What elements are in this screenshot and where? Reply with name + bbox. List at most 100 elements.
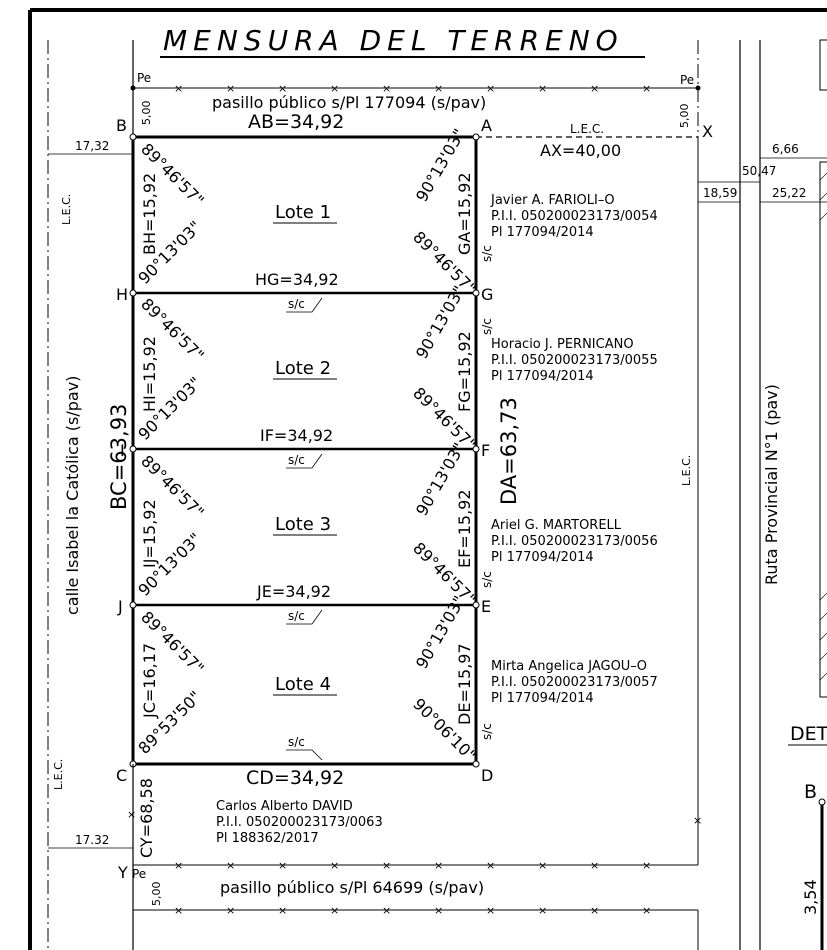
cross-right: ×: [693, 814, 702, 827]
sc-ga: s/c: [480, 245, 494, 262]
measure-da: DA=63,73: [497, 397, 521, 505]
svg-text:×: ×: [642, 82, 651, 95]
lot-1-owner: Javier A. FARIOLI–O: [490, 193, 615, 208]
measure-bh: BH=15,92: [140, 173, 159, 255]
sc-de: s/c: [480, 723, 494, 740]
sc-if: s/c: [288, 453, 305, 467]
detail-vertex: [818, 798, 826, 806]
svg-text:×: ×: [226, 904, 235, 917]
lot-3-pl: Pl 177094/2014: [491, 550, 594, 565]
neighbor-owner: Carlos Alberto DAVID: [216, 799, 353, 814]
lot-2-pl: Pl 177094/2014: [491, 369, 594, 384]
svg-text:×: ×: [330, 82, 339, 95]
lot-4-pii: P.I.I. 050200023173/0057: [491, 675, 658, 690]
point-x: X: [702, 122, 713, 141]
measure-hg: HG=34,92: [255, 270, 339, 289]
svg-text:×: ×: [382, 904, 391, 917]
point-a: A: [481, 116, 492, 135]
neighbor-pl: Pl 188362/2017: [216, 831, 319, 846]
svg-text:×: ×: [538, 859, 547, 872]
street-top: pasillo público s/Pl 177094 (s/pav): [212, 93, 486, 112]
lot-3-name: Lote 3: [275, 514, 331, 535]
measure-ax: AX=40,00: [540, 141, 621, 160]
offset-top-right: 5,00: [678, 104, 691, 129]
offset-right-1: 6,66: [772, 142, 799, 156]
fence-crosses-bottom: ××× ××× ××× × ××× ××× ××× ×: [174, 859, 651, 917]
street-left: calle Isabel la Católica (s/pav): [63, 376, 82, 615]
sc-cd: s/c: [288, 735, 305, 749]
svg-text:×: ×: [278, 904, 287, 917]
lot-4-owner: Mirta Angelica JAGOU–O: [491, 659, 647, 674]
svg-text:×: ×: [486, 859, 495, 872]
measure-bc: BC=63,93: [107, 404, 131, 510]
measure-cy: CY=68,58: [137, 778, 156, 858]
point-h: H: [116, 285, 128, 304]
lot-3-owner: Ariel G. MARTORELL: [491, 518, 622, 533]
lot-1-pii: P.I.I. 050200023173/0054: [491, 209, 658, 224]
detail-offset: 3,54: [801, 879, 820, 915]
lot-2-name: Lote 2: [275, 358, 331, 379]
sc-fg: s/c: [480, 318, 494, 335]
lec-right: L.E.C.: [680, 455, 693, 486]
sc-hg-leader: [286, 297, 323, 313]
measure-if: IF=34,92: [260, 426, 333, 445]
point-y: Y: [117, 863, 128, 882]
block-right-top: [819, 39, 827, 91]
pe-label-bottom: Pe: [132, 867, 146, 881]
svg-text:×: ×: [434, 859, 443, 872]
point-f: F: [481, 441, 490, 460]
sc-je-leader: [286, 609, 323, 625]
detail-title: DET: [790, 723, 827, 745]
cross-cy: ×: [127, 808, 136, 821]
svg-text:×: ×: [538, 82, 547, 95]
measure-ab: AB=34,92: [248, 111, 344, 133]
point-c: C: [116, 766, 127, 785]
block-right: [819, 161, 827, 698]
offset-top-left: 5,00: [140, 101, 153, 126]
offset-right-2: 50,47: [742, 164, 776, 178]
pe-marker-right: [695, 85, 701, 91]
point-e: E: [481, 597, 491, 616]
svg-text:×: ×: [226, 82, 235, 95]
svg-text:×: ×: [382, 82, 391, 95]
svg-text:×: ×: [226, 859, 235, 872]
block-right-hatch: [819, 172, 827, 681]
vertex-markers: [129, 133, 480, 768]
street-bottom: pasillo público s/Pl 64699 (s/pav): [220, 878, 484, 897]
fence-crosses-top: ××× ××× ××× ×: [174, 82, 651, 95]
measure-fg: FG=15,92: [455, 331, 474, 412]
offset-right-4: 25,22: [772, 186, 806, 200]
sc-if-leader: [286, 453, 323, 469]
sc-ef: s/c: [480, 571, 494, 588]
sc-je: s/c: [288, 609, 305, 623]
pe-label-left: Pe: [137, 71, 151, 85]
lec-top: L.E.C.: [570, 122, 604, 136]
svg-text:×: ×: [486, 904, 495, 917]
measure-de: DE=15,97: [455, 643, 474, 725]
svg-text:×: ×: [434, 82, 443, 95]
sc-hg: s/c: [288, 297, 305, 311]
lot-3-pii: P.I.I. 050200023173/0056: [491, 534, 658, 549]
pe-label-right: Pe: [680, 73, 694, 87]
svg-text:×: ×: [330, 859, 339, 872]
point-d: D: [481, 766, 493, 785]
point-b: B: [116, 116, 127, 135]
svg-text:×: ×: [330, 904, 339, 917]
measure-jc: JC=16,17: [140, 643, 159, 719]
svg-text:×: ×: [486, 82, 495, 95]
neighbor-pii: P.I.I. 050200023173/0063: [216, 815, 383, 830]
svg-text:×: ×: [174, 859, 183, 872]
svg-text:×: ×: [538, 904, 547, 917]
svg-text:×: ×: [642, 859, 651, 872]
svg-text:×: ×: [278, 859, 287, 872]
svg-text:×: ×: [590, 82, 599, 95]
svg-text:×: ×: [174, 904, 183, 917]
street-right: Ruta Provincial N°1 (pav): [762, 384, 781, 585]
lot-2-owner: Horacio J. PERNICANO: [491, 337, 634, 352]
lot-1-pl: Pl 177094/2014: [491, 225, 594, 240]
measure-hi: HI=15,92: [140, 336, 159, 412]
lot-1-name: Lote 1: [275, 202, 331, 223]
lot-4-pl: Pl 177094/2014: [491, 691, 594, 706]
offset-left-bottom: 17.32: [75, 833, 109, 847]
svg-text:×: ×: [278, 82, 287, 95]
